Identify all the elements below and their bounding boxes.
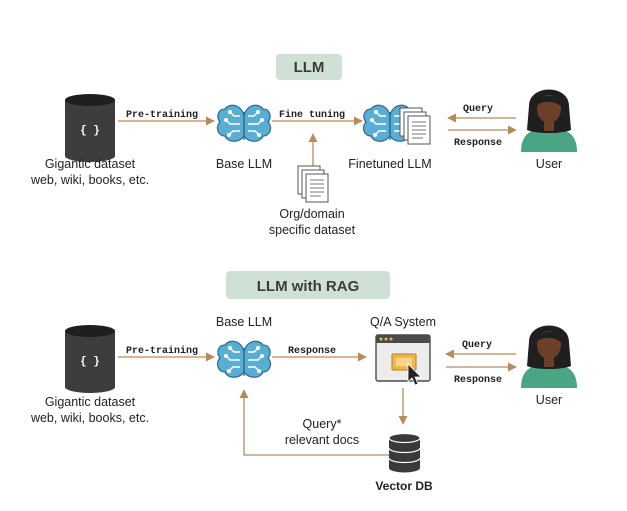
base-llm-label: Base LLM <box>216 315 272 329</box>
vectordb-to-llm-arrow <box>239 389 389 456</box>
document-stack-icon <box>297 165 329 203</box>
rag-title: LLM with RAG <box>257 278 359 295</box>
dataset-sublabel: web, wiki, books, etc. <box>30 173 149 187</box>
base-llm-label: Base LLM <box>216 157 272 171</box>
brain-icon <box>216 104 272 142</box>
response-label: Response <box>454 138 502 149</box>
qa-system-label: Q/A System <box>370 315 436 329</box>
user-label: User <box>536 393 562 407</box>
llm-title-badge <box>276 54 342 80</box>
user-icon <box>521 325 577 388</box>
user-label: User <box>536 157 562 171</box>
qa-window-icon <box>375 334 431 382</box>
finetuned-llm-label: Finetuned LLM <box>348 157 431 171</box>
context-label: Query* <box>303 417 342 431</box>
vector-db-icon <box>388 432 421 473</box>
rag-title-badge <box>226 271 390 299</box>
document-stack-icon <box>399 107 431 145</box>
pretraining-label: Pre-training <box>126 345 198 357</box>
dataset-sublabel: web, wiki, books, etc. <box>30 411 149 425</box>
dataset-code: { } <box>80 125 100 137</box>
org-label: Org/domain <box>279 207 344 221</box>
finetuning-label: Fine tuning <box>279 109 345 121</box>
query-label: Query <box>463 104 493 115</box>
query-label: Query <box>462 340 492 351</box>
llm-title: LLM <box>294 59 325 76</box>
org-sublabel: specific dataset <box>269 223 356 237</box>
response-mid-label: Response <box>288 346 336 357</box>
response-label: Response <box>454 375 502 386</box>
dataset-code: { } <box>80 356 100 368</box>
brain-icon <box>216 340 272 378</box>
context-sublabel: relevant docs <box>285 433 359 447</box>
dataset-label: Gigantic dataset <box>45 395 136 409</box>
user-icon <box>521 89 577 152</box>
dataset-label: Gigantic dataset <box>45 157 136 171</box>
vector-db-label: Vector DB <box>375 479 433 493</box>
pretraining-label: Pre-training <box>126 109 198 121</box>
cursor-icon <box>407 363 422 386</box>
